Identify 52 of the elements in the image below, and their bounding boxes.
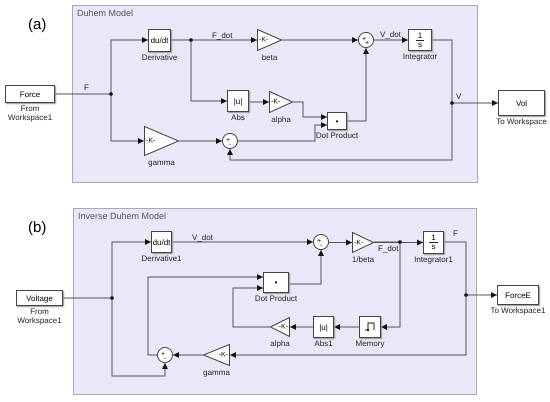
signal-arrow: [346, 48, 369, 122]
block-label: Derivative1: [142, 254, 182, 263]
signal-label: V: [456, 92, 462, 101]
signal-arrow: [148, 274, 264, 356]
block-label: Integrator1: [414, 255, 453, 264]
signal-arrow: [374, 242, 400, 330]
block-label: gamma: [203, 368, 230, 377]
block-label: Abs1: [314, 339, 333, 348]
signal-arrow: [248, 99, 270, 105]
signal-label: F_dot: [212, 31, 232, 40]
block-label: To Workspace: [496, 117, 547, 126]
block-label: 1/beta: [352, 255, 374, 264]
signal-label: V_dot: [380, 30, 401, 39]
panel-label: (b): [28, 219, 46, 236]
block-label: To Workspace1: [490, 306, 546, 315]
signal-label: F: [84, 83, 89, 92]
signal-arrow: [374, 37, 408, 43]
signal-label: F_dot: [378, 244, 398, 253]
block-label: From Workspace1: [6, 104, 54, 122]
panel-label: (a): [28, 16, 46, 33]
signal-arrow: [170, 40, 228, 104]
signal-arrow: [230, 242, 466, 358]
subsystem-panel: [73, 208, 477, 395]
signal-arrow: [232, 285, 270, 328]
signal-arrow: [334, 324, 360, 330]
block-label: Dot Product: [254, 294, 298, 303]
signal-label: V_dot: [192, 233, 213, 242]
signal-arrow: [290, 324, 314, 330]
signal-arrow: [374, 240, 424, 246]
signal-arrow: [282, 37, 358, 43]
signal-arrow: [178, 138, 222, 144]
block-label: From Workspace1: [16, 307, 63, 325]
signal-arrow: [292, 102, 328, 120]
signal-arrow: [328, 240, 352, 246]
block-label: Abs: [231, 113, 245, 122]
block-label: Integrator: [402, 52, 438, 61]
block-label: beta: [262, 53, 278, 62]
block-label: alpha: [270, 339, 290, 348]
block-label: Dot Product: [316, 131, 358, 140]
block-label: Derivative: [142, 53, 178, 62]
signal-arrow: [238, 122, 328, 142]
subsystem-panel: [72, 5, 478, 183]
signal-arrow: [227, 40, 452, 160]
block-label: gamma: [148, 158, 175, 167]
signal-arrow: [288, 250, 324, 284]
subsystem-title: Inverse Duhem Model: [78, 211, 166, 221]
signal-label: F: [453, 229, 458, 238]
block-label: Memory: [356, 339, 384, 348]
subsystem-title: Duhem Model: [77, 8, 134, 18]
block-label: alpha: [271, 115, 291, 124]
signal-arrow: [172, 352, 204, 358]
signal-arrow: [172, 239, 314, 245]
